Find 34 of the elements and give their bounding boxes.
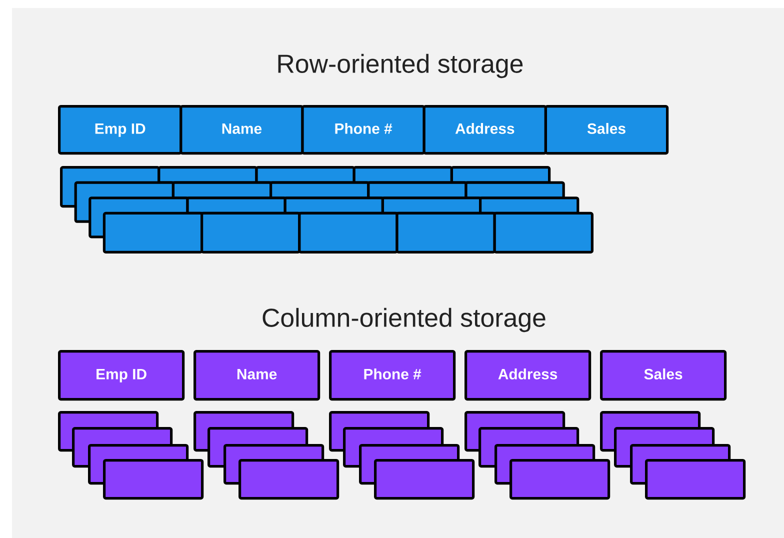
record-block xyxy=(186,196,286,214)
record-block xyxy=(158,166,258,184)
column-header: Sales xyxy=(544,105,669,155)
record-block xyxy=(284,196,384,214)
column-header: Name xyxy=(180,105,304,155)
value-block xyxy=(103,459,204,500)
record-block xyxy=(298,212,398,254)
column-header: Sales xyxy=(600,350,727,401)
record-block xyxy=(493,212,594,254)
column-header: Address xyxy=(464,350,592,401)
record-block xyxy=(479,196,580,214)
record-block xyxy=(102,212,204,254)
value-block xyxy=(374,459,475,500)
record-block xyxy=(200,212,301,254)
column-header: Name xyxy=(194,350,320,401)
section-title: Row-oriented storage xyxy=(278,54,523,78)
column-header: Phone # xyxy=(301,105,426,155)
value-block xyxy=(510,459,610,500)
record-block xyxy=(352,166,453,184)
column-header: Emp ID xyxy=(58,350,185,401)
record-block xyxy=(270,181,370,200)
record-block xyxy=(396,212,496,254)
column-header: Phone # xyxy=(329,350,456,401)
value-block xyxy=(645,459,746,500)
column-header: Emp ID xyxy=(58,105,182,155)
value-block xyxy=(238,459,340,500)
record-block xyxy=(255,166,356,184)
record-block xyxy=(381,196,482,214)
record-block xyxy=(172,181,272,200)
section-title: Column-oriented storage xyxy=(262,308,546,332)
record-block xyxy=(464,181,565,200)
record-block xyxy=(450,166,551,184)
record-block xyxy=(367,181,468,200)
column-header: Address xyxy=(422,105,547,155)
